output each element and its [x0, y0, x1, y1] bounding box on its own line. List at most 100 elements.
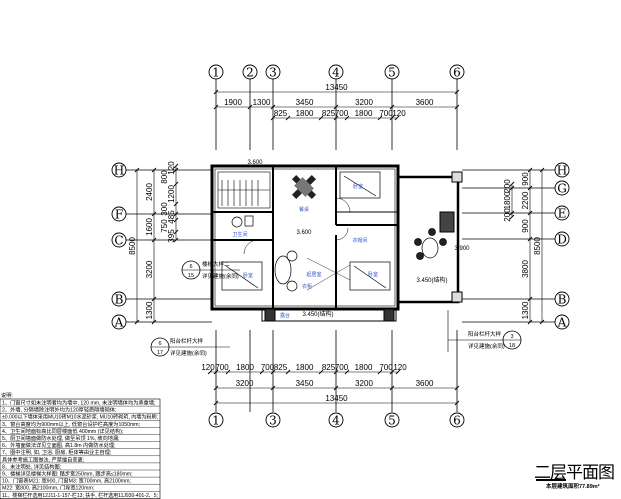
axis-bubble-B: B	[554, 291, 570, 307]
title-underline	[536, 479, 566, 481]
dimension-text: 13450	[325, 83, 348, 92]
dimension-text: 1800	[355, 109, 373, 118]
room-label: 卫生间	[232, 231, 247, 238]
dimension-text: 900	[521, 219, 530, 233]
level-mark: 3.450(结构)	[302, 310, 333, 318]
note-line: 4、卫生间地面标高比同层楼面低 400mm (详见结构);	[2, 427, 123, 435]
axis-bubble-3: 3	[265, 412, 281, 428]
furniture	[221, 171, 447, 292]
axis-label: G	[557, 182, 567, 196]
detail-callout: 6 17 阳台栏杆大样 详见建施(余同)	[150, 337, 230, 357]
axis-bubble-4: 4	[328, 412, 344, 428]
dimension-text: 700	[379, 363, 393, 372]
axis-label: 3	[269, 414, 277, 428]
dimension-text: 120	[167, 161, 176, 175]
axis-label: A	[114, 316, 124, 330]
note-line: ±0.000以下墙体采用MU10砖M10水泥砂浆, MU10砖砌筑, 内墙为粉刷…	[2, 413, 158, 421]
dimension-text: 900	[521, 172, 530, 186]
notes-title: 说明:	[1, 391, 13, 399]
axis-bubble-A: A	[111, 314, 127, 330]
area-note: 本层建筑面积77.89m²	[546, 484, 600, 490]
axis-label: 5	[388, 66, 396, 80]
dimension-text: 3200	[355, 98, 373, 107]
callout-title: 阳台栏杆大样	[170, 337, 204, 345]
notes-table: 说明: 1、门窗尺寸如未注明者均为墙中, 120 mm, 未注明墙体均为承重墙;…	[0, 391, 161, 499]
callout-sheet: 18	[509, 343, 515, 349]
walls	[210, 164, 463, 322]
dimension-text: 825	[274, 363, 288, 372]
axis-bubble-H: H	[111, 162, 127, 178]
dimension-text: 8500	[128, 237, 137, 255]
axis-bubble-3: 3	[265, 64, 281, 80]
note-line: 具体参考施工图做法, 严禁擅自变更;	[2, 455, 84, 463]
axis-bubble-5: 5	[384, 412, 400, 428]
note-line: 10、门窗表M21: 宽900, 门窗M3: 宽700mm, 高2100mm;	[2, 477, 131, 485]
dimension-text: 1900	[224, 98, 242, 107]
axis-label: 4	[332, 414, 340, 428]
level-mark: 3.450(结构)	[416, 276, 447, 284]
room-label: 起居室	[306, 271, 321, 278]
dimension-text: 1800	[503, 191, 512, 209]
note-line: 7、图中注明, 如, 卫浴, 厨房, 柜体等由业主自理;	[2, 448, 111, 456]
note-line: 8、未注明处, 详见结构图;	[2, 462, 61, 470]
axis-label: E	[558, 207, 567, 221]
callout-number: 3	[510, 334, 513, 340]
room-label: 餐桌	[299, 206, 309, 213]
dimension-text: 700	[335, 109, 349, 118]
axis-bubble-C: C	[111, 232, 127, 248]
axis-bubble-2: 2	[242, 64, 258, 80]
axis-bubble-G: G	[554, 180, 570, 196]
dimension-text: 300	[160, 202, 169, 216]
axis-label: H	[557, 164, 567, 178]
dimension-text: 485	[167, 210, 176, 224]
room-label: 卧室	[368, 271, 378, 278]
dimension-text: 3450	[296, 98, 314, 107]
axis-label: C	[114, 234, 123, 248]
note-line: M22: 宽800, 高2100mm, 门垛宽120mm;	[2, 484, 94, 492]
callout-title: 阳台栏杆大样	[468, 330, 502, 338]
note-line: 2、外墙, 分隔墙除注明外均为120厚轻质隔墙砌体;	[2, 406, 116, 414]
level-mark: 3.600	[247, 160, 263, 166]
dining-table	[291, 174, 317, 200]
axis-label: 6	[453, 66, 461, 80]
callout-number: 6	[158, 341, 161, 347]
dimension-text: 825	[322, 109, 336, 118]
room-label: 卧室	[243, 272, 253, 279]
axis-label: A	[557, 316, 567, 330]
dimension-text: 825	[322, 363, 336, 372]
callout-title: 楼梯大样二	[202, 260, 230, 268]
axis-label: B	[558, 293, 567, 307]
dimension-text: 1800	[296, 109, 314, 118]
dimension-text: 120	[393, 363, 407, 372]
note-line: 5、厨卫间墙面做防水处理, 做至吊顶 1%, 坡向地漏;	[2, 434, 120, 442]
level-mark: 3.600	[296, 230, 312, 236]
dimension-text: 3600	[416, 98, 434, 107]
axis-label: 1	[212, 66, 220, 80]
axis-bubble-E: E	[554, 205, 570, 221]
dimension-text: 3200	[145, 260, 154, 278]
dimension-text: 3800	[521, 260, 530, 278]
room-label: 衣帽间	[352, 237, 367, 244]
dimension-text: 1300	[521, 301, 530, 319]
drawing-title: 二层平面图	[534, 463, 615, 483]
dimension-text: 2400	[145, 183, 154, 201]
axis-bubble-5: 5	[384, 64, 400, 80]
dimension-text: 3200	[236, 379, 254, 388]
callout-sheet: 15	[188, 273, 194, 279]
dimension-text: 1600	[145, 218, 154, 236]
detail-callout: 6 15 楼梯大样二 详见建施(余同)	[181, 260, 240, 280]
callout-number: 6	[189, 264, 192, 270]
dimension-text: 13450	[325, 394, 348, 403]
axis-bubble-H: H	[554, 162, 570, 178]
dimension-text: 700	[335, 363, 349, 372]
dimension-text: 800	[160, 170, 169, 184]
callout-note: 详见建施(余同)	[202, 272, 239, 280]
axis-label: D	[557, 233, 567, 247]
dimension-text: 3200	[355, 379, 373, 388]
axis-bubble-4: 4	[328, 64, 344, 80]
note-line: 9、楼梯详见楼梯大样图: 踏步宽250mm, 踏步高≤180mm;	[2, 470, 133, 478]
dimension-text: 2200	[521, 191, 530, 209]
axis-label: B	[115, 293, 124, 307]
